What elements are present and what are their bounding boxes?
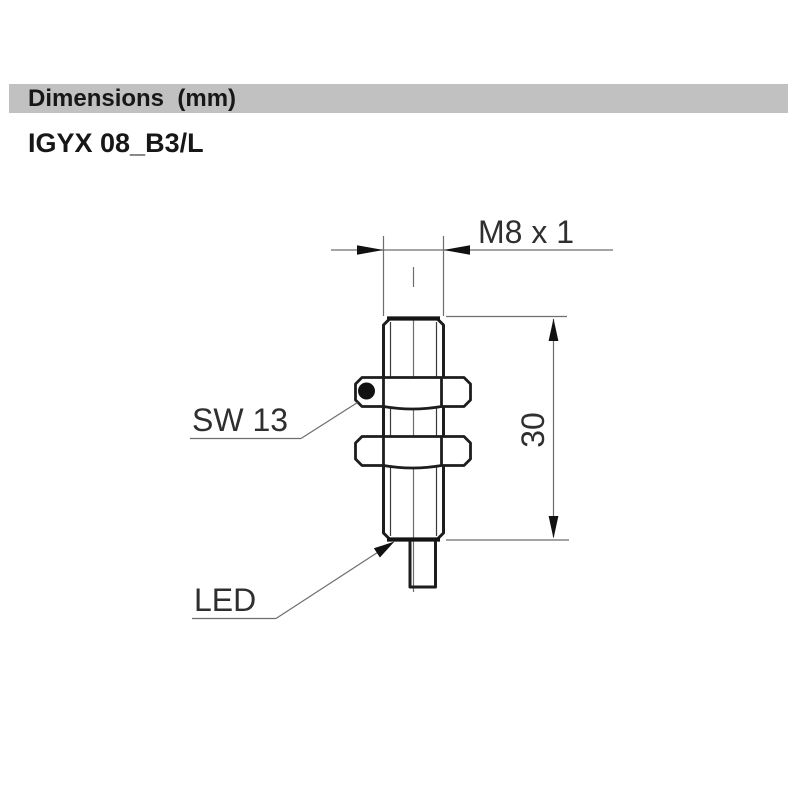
m8-dimension-line bbox=[331, 245, 613, 255]
length-dimension bbox=[446, 315, 569, 541]
connector-stub bbox=[408, 541, 437, 589]
length-label: 30 bbox=[515, 412, 551, 448]
product-model-title: IGYX 08_B3/L bbox=[28, 128, 204, 158]
sw13-leader-line bbox=[190, 401, 358, 440]
led-leader-line bbox=[192, 541, 395, 620]
wrench-size-label: SW 13 bbox=[192, 402, 288, 438]
m8-extension-lines bbox=[382, 236, 445, 316]
section-title: Dimensions (mm) bbox=[28, 84, 237, 112]
sw13-leader-dot bbox=[358, 382, 375, 400]
section-header-bar: Dimensions (mm) bbox=[9, 84, 788, 113]
sensor-barrel bbox=[382, 316, 445, 542]
hex-nut-bottom bbox=[354, 435, 472, 470]
hex-nut-top bbox=[354, 376, 472, 411]
thread-label: M8 x 1 bbox=[478, 214, 574, 250]
led-label: LED bbox=[194, 582, 256, 618]
